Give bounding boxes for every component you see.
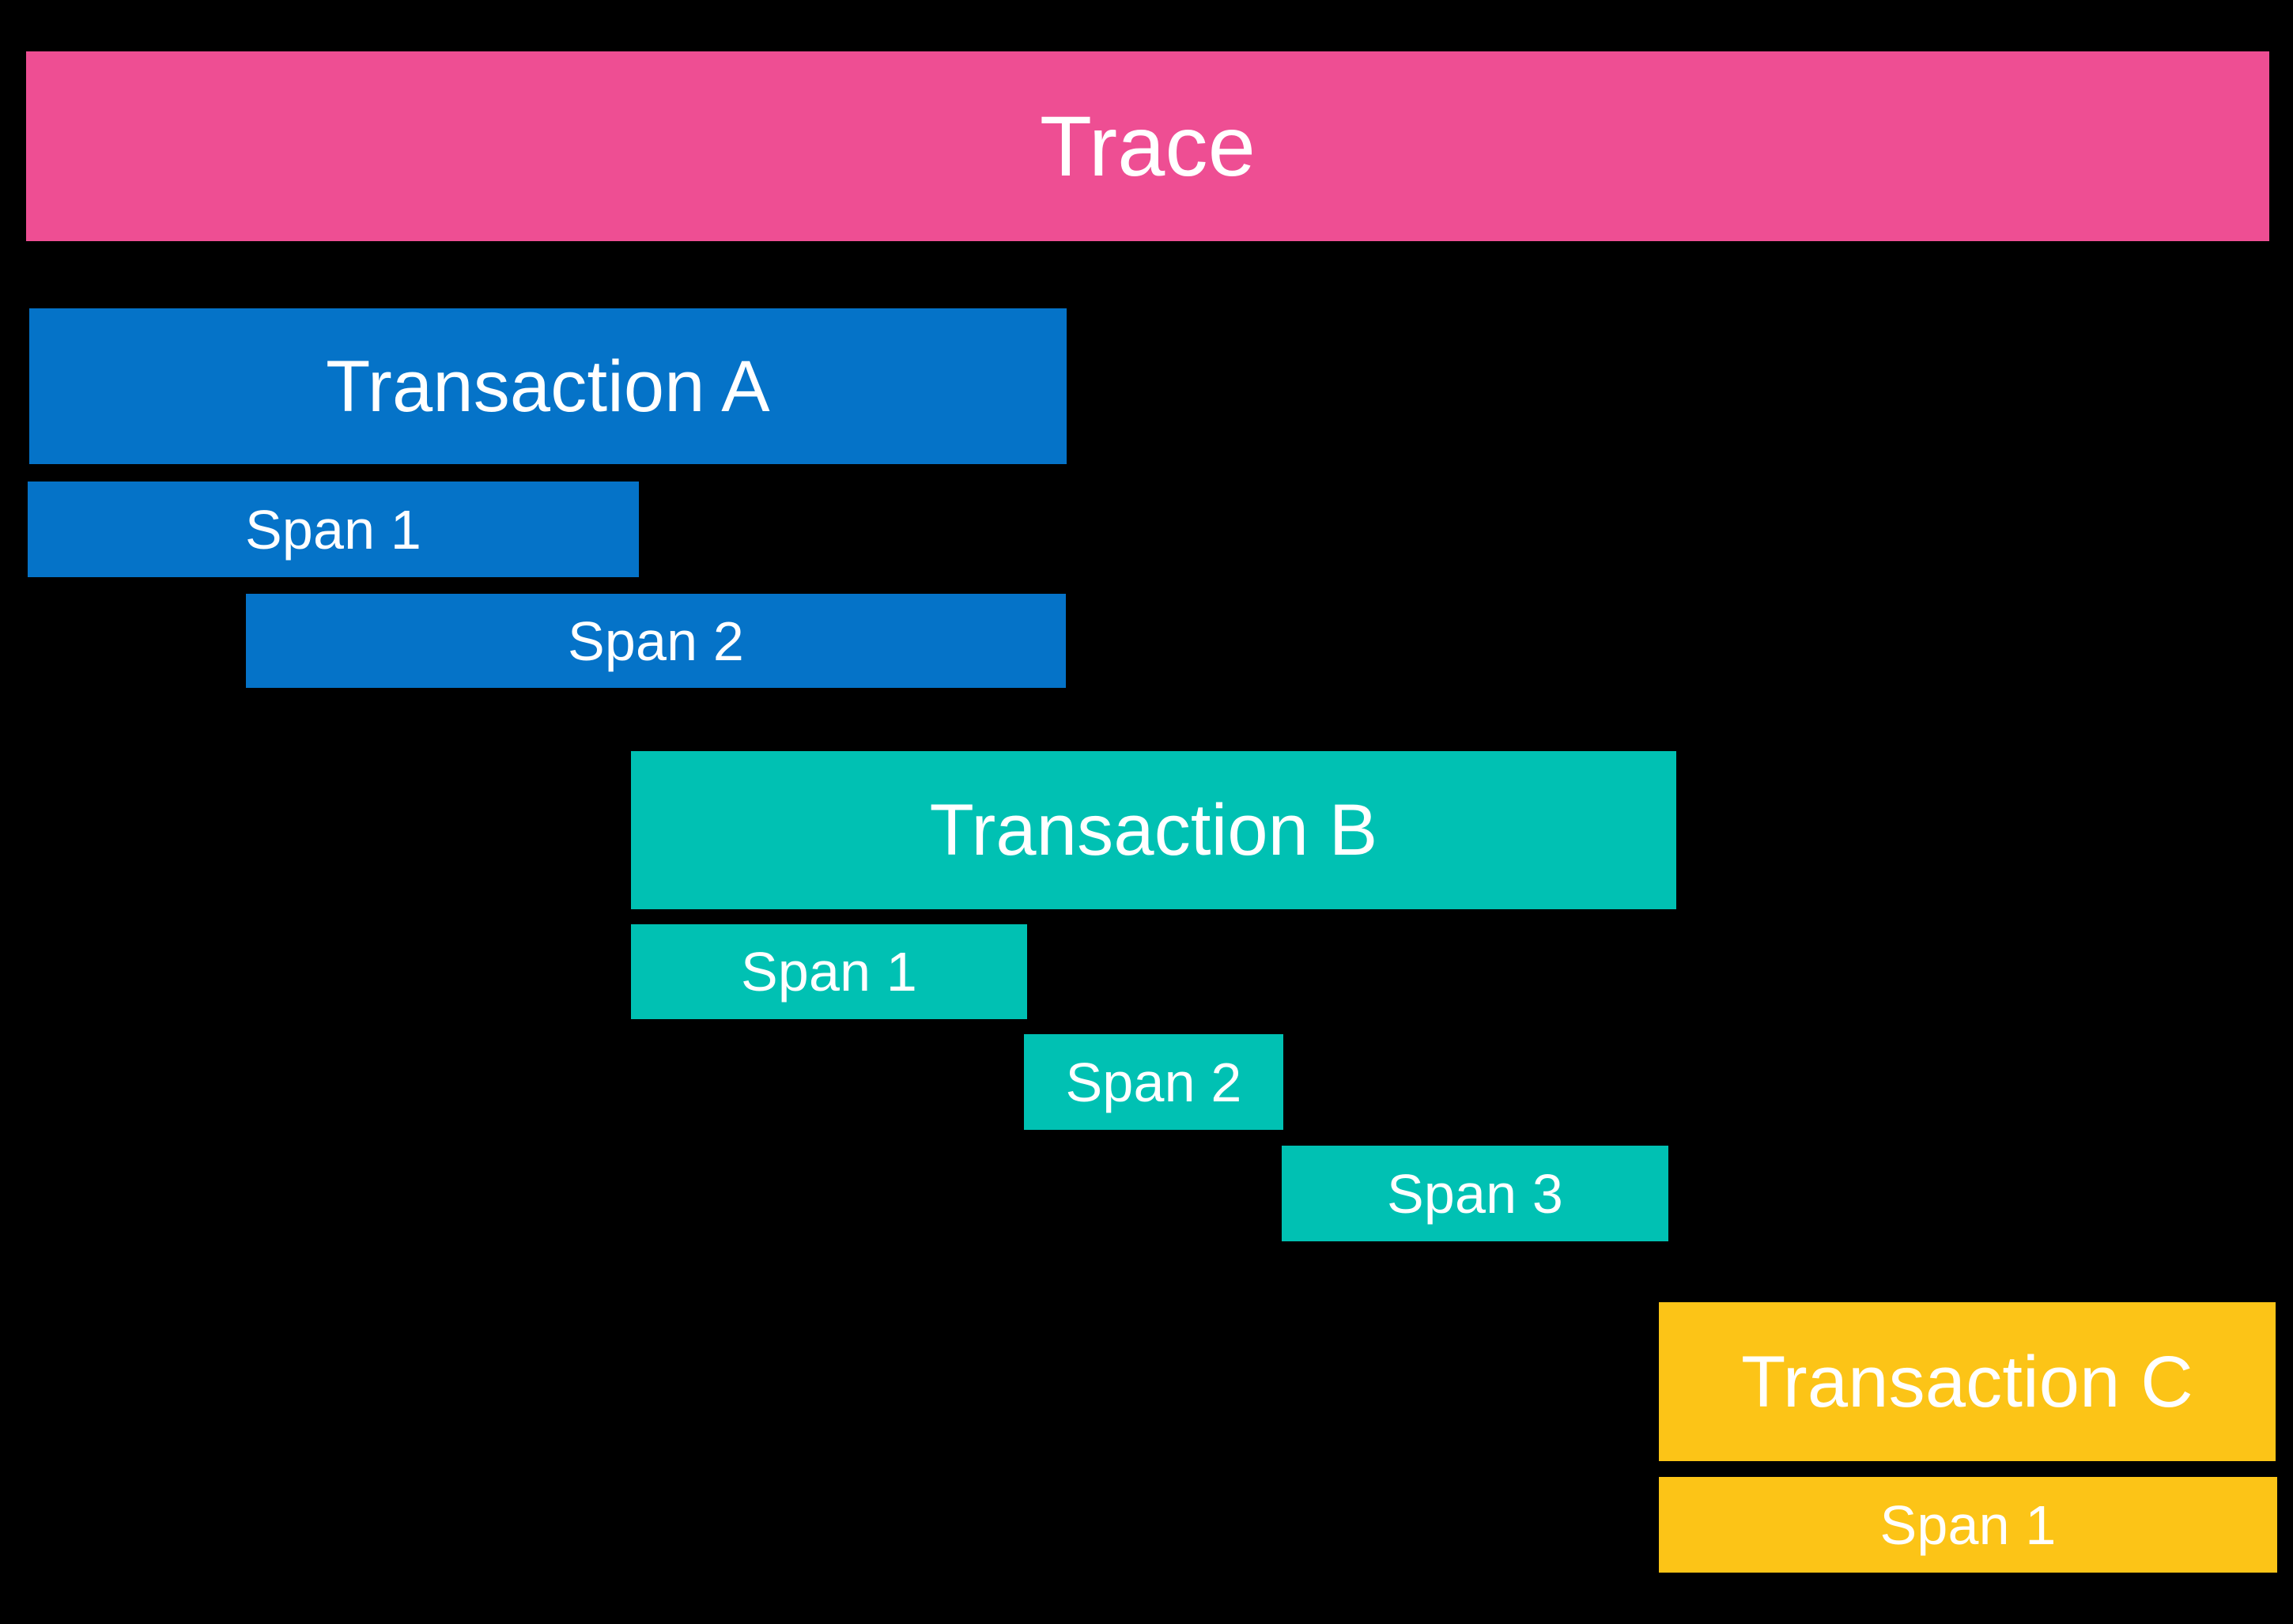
bar-transaction-b-span-3: Span 3 — [1282, 1146, 1668, 1241]
bar-transaction-c: Transaction C — [1659, 1302, 2276, 1461]
bar-transaction-a-span-2: Span 2 — [246, 594, 1066, 688]
bar-label-transaction-c: Transaction C — [1741, 1341, 2193, 1422]
bar-label-trace: Trace — [1039, 98, 1256, 194]
bar-transaction-c-span-1: Span 1 — [1659, 1477, 2277, 1573]
bar-label-transaction-b-span-2: Span 2 — [1065, 1051, 1242, 1113]
bar-label-transaction-b-span-1: Span 1 — [740, 941, 918, 1003]
bar-label-transaction-a-span-1: Span 1 — [244, 498, 422, 561]
bar-transaction-b-span-2: Span 2 — [1024, 1034, 1283, 1130]
bar-label-transaction-a-span-2: Span 2 — [567, 610, 745, 672]
bar-label-transaction-c-span-1: Span 1 — [1879, 1494, 2057, 1556]
bar-trace: Trace — [26, 51, 2269, 241]
bar-transaction-a: Transaction A — [29, 308, 1067, 464]
bar-label-transaction-a: Transaction A — [326, 346, 770, 427]
bar-transaction-a-span-1: Span 1 — [28, 482, 639, 577]
bar-transaction-b: Transaction B — [631, 751, 1676, 909]
bar-label-transaction-b-span-3: Span 3 — [1386, 1162, 1564, 1225]
bar-transaction-b-span-1: Span 1 — [631, 924, 1027, 1019]
bar-label-transaction-b: Transaction B — [929, 790, 1378, 871]
